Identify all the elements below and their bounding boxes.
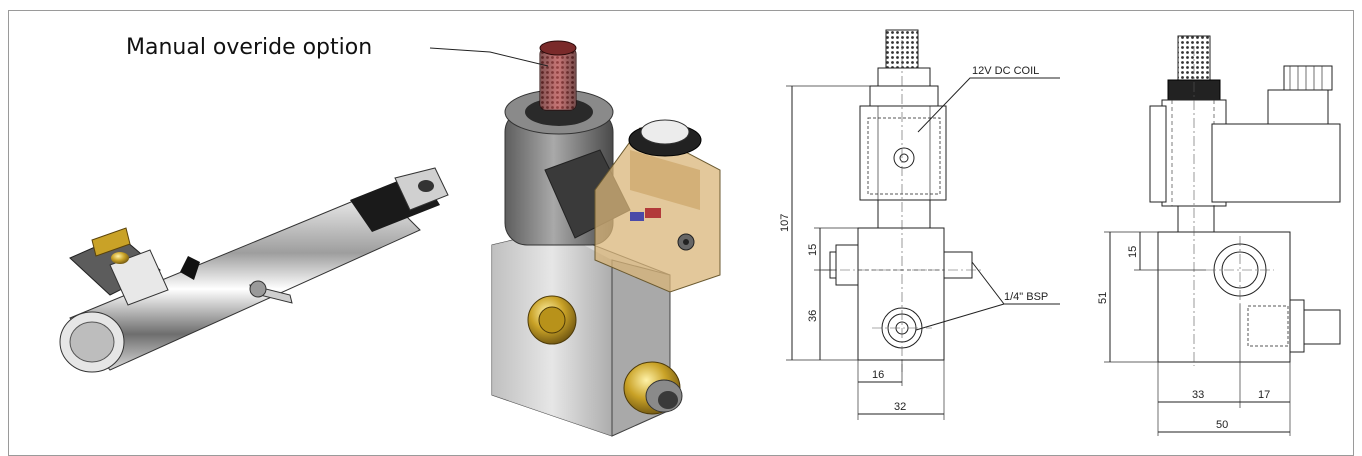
side-dim-17: 17 <box>1258 389 1270 401</box>
dim-36: 36 <box>807 310 819 322</box>
dim-16: 16 <box>872 369 884 381</box>
coil-label: 12V DC COIL <box>972 65 1039 77</box>
cylinder-assembly-illustration <box>59 167 449 373</box>
port-label: 1/4" BSP <box>1004 291 1048 303</box>
side-dim-15: 15 <box>1127 246 1139 258</box>
front-view-drawing: 107 15 36 16 32 12V DC COIL 1/4" BSP <box>779 29 1060 420</box>
side-dim-50: 50 <box>1216 419 1228 431</box>
side-view-drawing: 51 15 33 17 50 <box>1097 35 1341 436</box>
manual-override-callout: Manual overide option <box>126 35 372 60</box>
dim-32: 32 <box>894 401 906 413</box>
dim-15: 15 <box>807 244 819 256</box>
solenoid-valve-3d-illustration <box>491 40 721 437</box>
callout-leader-line <box>429 47 549 67</box>
side-dim-51: 51 <box>1097 292 1109 304</box>
dim-107: 107 <box>779 214 791 232</box>
side-dim-33: 33 <box>1192 389 1204 401</box>
